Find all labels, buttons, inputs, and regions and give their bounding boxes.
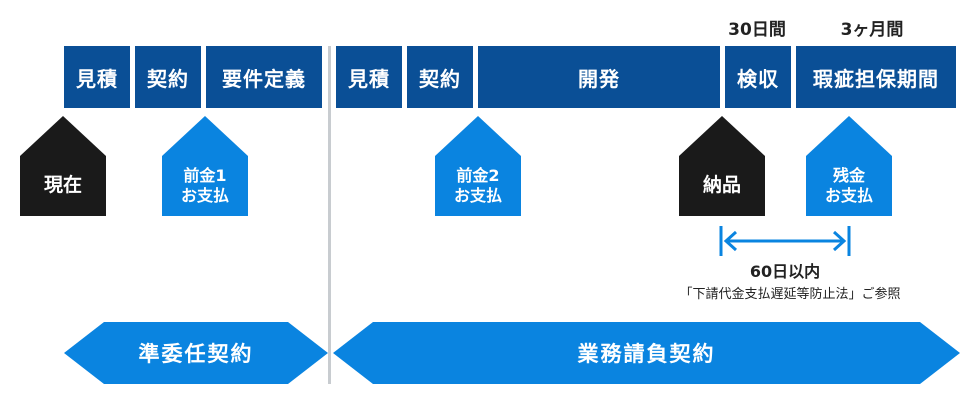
phase-requirements: 要件定義 [206,46,322,108]
marker-advance1-title: 前金1 [183,166,227,185]
marker-advance2-title: 前金2 [456,166,500,185]
contract-service: 業務請負契約 [333,322,960,384]
interval-law-note: 「下請代金支払遅延等防止法」ご参照 [679,287,901,302]
marker-now-label: 現在 [43,174,82,197]
phase-contract-1: 契約 [135,46,201,108]
warranty-duration-label: 3ヶ月間 [840,19,904,40]
marker-advance1-sub: お支払 [180,186,229,205]
phase-warranty: 瑕疵担保期間 [796,46,956,108]
phase-contract-2: 契約 [407,46,473,108]
phase-estimate-1: 見積 [64,46,130,108]
marker-advance2-sub: お支払 [453,186,502,205]
interval-label: 60日以内 [749,262,821,281]
contract-quasi-mandate: 準委任契約 [64,322,328,384]
contract-divider [328,46,331,384]
marker-balance-title: 残金 [832,166,865,185]
marker-delivery: 納品 [679,116,765,216]
phase-development: 開発 [478,46,720,108]
marker-advance-payment-2: 前金2 お支払 [435,116,521,216]
marker-now: 現在 [20,116,106,216]
marker-delivery-label: 納品 [702,174,741,197]
phase-estimate-2: 見積 [336,46,402,108]
phase-inspection: 検収 [725,46,791,108]
interval-arrow [719,226,851,256]
marker-advance-payment-1: 前金1 お支払 [162,116,248,216]
inspection-duration-label: 30日間 [728,19,786,40]
marker-balance-sub: お支払 [824,186,873,205]
marker-balance-payment: 残金 お支払 [806,116,892,216]
